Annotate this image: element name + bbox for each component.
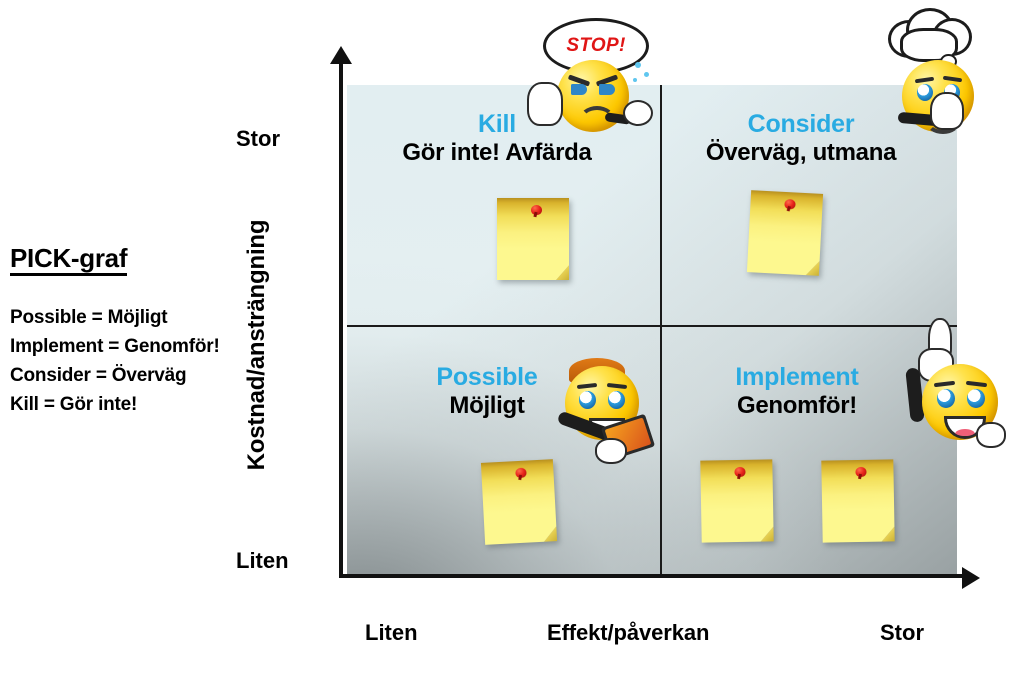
quadrant-label-en: Implement <box>735 363 859 391</box>
quadrant-label-sv: Gör inte! Avfärda <box>402 139 592 166</box>
sparkle-icon <box>644 72 649 77</box>
eyebrow-left <box>576 382 598 390</box>
mouth <box>926 110 960 134</box>
sparkle-icon <box>633 78 637 82</box>
y-axis-tick-bottom: Liten <box>236 548 289 573</box>
sticky-note[interactable] <box>481 459 557 545</box>
tongue <box>954 429 976 436</box>
quadrant-label-en: Possible <box>436 363 538 391</box>
stop-text: STOP! <box>566 35 626 56</box>
hand <box>595 438 627 464</box>
quadrant-label-sv: Möjligt <box>449 392 525 419</box>
legend-item: Implement = Genomför! <box>10 336 220 358</box>
legend-item: Consider = Överväg <box>10 365 187 387</box>
x-axis-label: Effekt/påverkan <box>547 620 710 645</box>
thinking-smiley-icon <box>880 6 1005 136</box>
hand-right <box>623 100 653 126</box>
quadrant-label-possible: Possible Möjligt <box>368 363 606 420</box>
quadrant-divider-vertical <box>660 85 662 578</box>
x-axis-arrow-icon <box>962 567 980 589</box>
red-pushpin-icon <box>734 466 746 478</box>
smiley-face <box>922 364 998 440</box>
eye-left <box>571 84 587 95</box>
y-axis-label: Kostnad/ansträngning <box>243 219 270 471</box>
quadrant-label-implement: Implement Genomför! <box>672 363 922 420</box>
smile-mouth <box>944 416 986 439</box>
plot-area <box>347 85 957 578</box>
eye-right <box>967 389 985 408</box>
legend-item: Possible = Möjligt <box>10 307 168 329</box>
quadrant-label-sv: Överväg, utmana <box>705 139 897 166</box>
quadrant-label-en: Consider <box>747 110 855 138</box>
angry-stop-smiley-icon: STOP! <box>527 18 657 138</box>
hand-lower <box>976 422 1006 448</box>
eyebrow-right <box>942 75 963 83</box>
legend-item: Kill = Gör inte! <box>10 393 138 415</box>
y-axis-tick-top: Stor <box>236 126 280 151</box>
red-pushpin-icon <box>784 198 796 210</box>
legend-list: Possible = Möjligt Implement = Genomför!… <box>10 304 250 420</box>
eye-left <box>579 391 596 409</box>
eye-right <box>608 391 625 409</box>
x-axis-tick-right: Stor <box>880 620 924 645</box>
quadrant-label-kill: Kill Gör inte! Avfärda <box>368 110 626 167</box>
thought-cloud <box>884 8 972 62</box>
quadrant-label-sv: Genomför! <box>737 392 857 419</box>
y-axis-arrow-icon <box>330 46 352 64</box>
red-pushpin-icon <box>855 466 867 478</box>
sticky-note[interactable] <box>747 190 823 276</box>
page-title: PICK-graf <box>10 244 128 277</box>
red-pushpin-icon <box>531 205 542 215</box>
quadrant-label-en: Kill <box>477 110 517 138</box>
quadrant-label-consider: Consider Överväg, utmana <box>672 110 930 167</box>
eyebrow-right <box>606 382 628 390</box>
quadrant-divider-horizontal <box>347 325 957 327</box>
legend-panel: PICK-graf Possible = Möjligt Implement =… <box>10 244 250 420</box>
eyebrow-right <box>965 380 988 388</box>
smiley-with-tablet-icon <box>543 358 663 464</box>
y-axis-line <box>339 58 343 578</box>
sticky-note[interactable] <box>821 459 894 542</box>
sticky-note[interactable] <box>497 198 569 280</box>
x-axis-tick-left: Liten <box>365 620 418 645</box>
red-pushpin-icon <box>515 467 527 479</box>
x-axis-line <box>339 574 965 578</box>
sparkle-icon <box>635 62 641 68</box>
raised-palm-icon <box>527 82 563 126</box>
eyebrow-left <box>933 380 956 388</box>
eye-left <box>917 84 933 101</box>
sticky-note[interactable] <box>700 459 773 542</box>
pointing-smiley-icon <box>900 318 1020 448</box>
eye-right <box>599 84 615 95</box>
eyebrow-left <box>914 76 935 84</box>
chin-hand-icon <box>930 92 964 130</box>
eye-left <box>937 389 955 408</box>
